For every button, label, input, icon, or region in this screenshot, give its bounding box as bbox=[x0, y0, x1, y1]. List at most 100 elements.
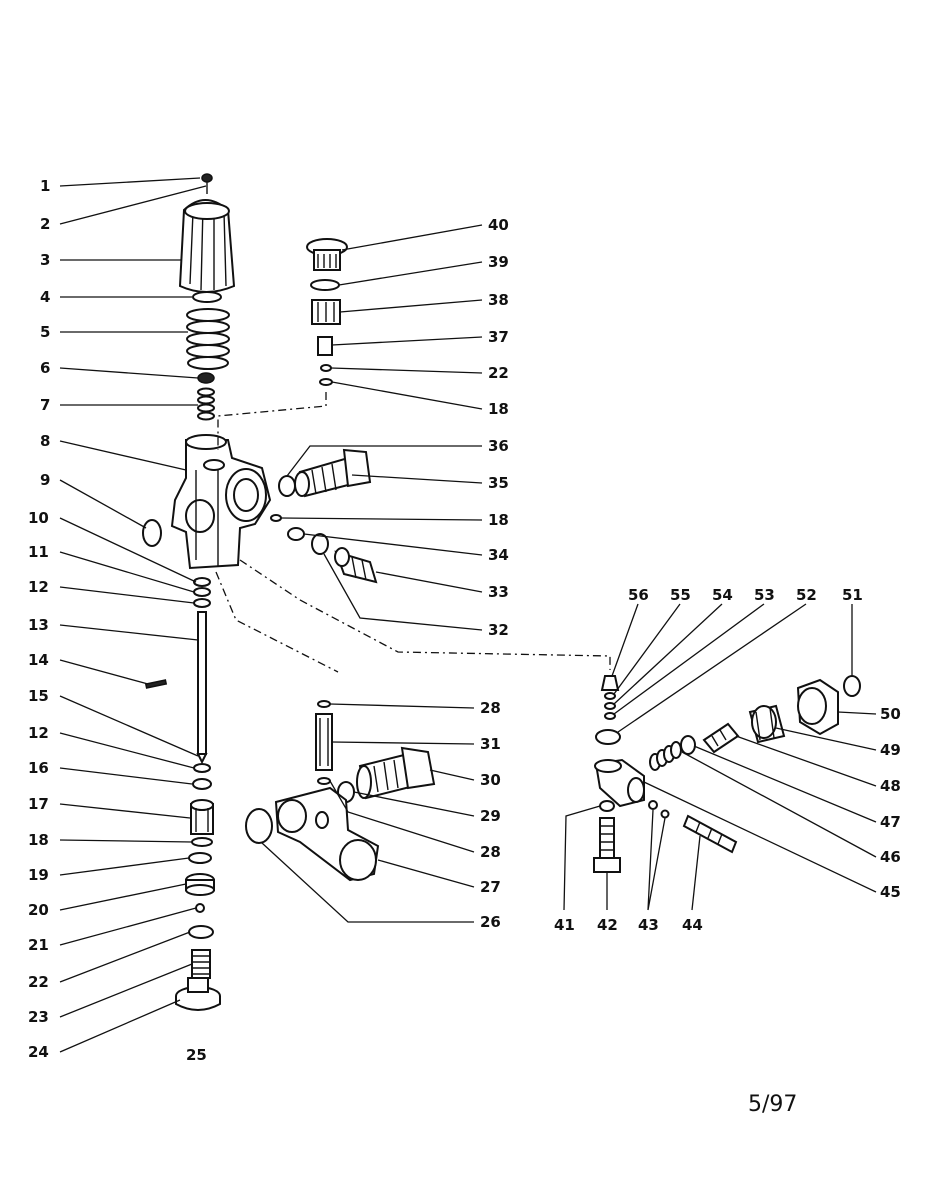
callout-54: 54 bbox=[712, 586, 733, 604]
callout-28b: 28 bbox=[480, 843, 501, 861]
callout-18: 18 bbox=[28, 831, 49, 849]
part-12b-ring bbox=[193, 763, 211, 773]
callout-37: 37 bbox=[488, 328, 509, 346]
callout-15: 15 bbox=[28, 687, 49, 705]
callout-47: 47 bbox=[880, 813, 901, 831]
part-56-cap bbox=[600, 675, 620, 691]
part-36-oring bbox=[278, 475, 296, 497]
callout-43: 43 bbox=[638, 916, 659, 934]
part-25-plug bbox=[175, 977, 221, 1011]
part-27-manifold bbox=[274, 786, 380, 882]
callout-41: 41 bbox=[554, 916, 575, 934]
part-55-ring bbox=[604, 692, 616, 700]
callout-25: 25 bbox=[186, 1046, 207, 1064]
part-9-oring bbox=[142, 519, 162, 547]
part-40-cap bbox=[306, 238, 348, 271]
callout-53: 53 bbox=[754, 586, 775, 604]
part-48-valve bbox=[702, 722, 740, 754]
part-42-bolt bbox=[593, 817, 621, 873]
middle-assembly bbox=[245, 700, 436, 882]
callout-49: 49 bbox=[880, 741, 901, 759]
part-13-rod bbox=[196, 611, 208, 765]
part-33-fitting bbox=[334, 547, 378, 584]
callout-18c: 18 bbox=[488, 511, 509, 529]
callout-29: 29 bbox=[480, 807, 501, 825]
callout-12b: 12 bbox=[28, 724, 49, 742]
callout-35: 35 bbox=[488, 474, 509, 492]
callout-39: 39 bbox=[488, 253, 509, 271]
callout-28: 28 bbox=[480, 699, 501, 717]
callout-22: 22 bbox=[28, 973, 49, 991]
part-26-gasket bbox=[245, 808, 273, 844]
part-47-ring bbox=[680, 735, 696, 755]
callout-19: 19 bbox=[28, 866, 49, 884]
part-30-bolt bbox=[356, 746, 436, 800]
callout-40: 40 bbox=[488, 216, 509, 234]
leader-lines bbox=[59, 177, 877, 1053]
part-43b-ring bbox=[660, 809, 670, 819]
callout-27: 27 bbox=[480, 878, 501, 896]
page-code: 5/97 bbox=[748, 1092, 798, 1117]
callout-23: 23 bbox=[28, 1008, 49, 1026]
part-18-ring bbox=[191, 837, 213, 847]
callout-26: 26 bbox=[480, 913, 501, 931]
part-12-ring bbox=[193, 598, 211, 608]
part-18c-ring bbox=[270, 514, 282, 522]
callout-5: 5 bbox=[40, 323, 50, 341]
part-23-spring bbox=[191, 949, 211, 979]
part-4-washer bbox=[192, 291, 222, 303]
part-19-ring bbox=[188, 852, 212, 864]
part-32-oring bbox=[311, 533, 329, 555]
part-20-seat bbox=[185, 873, 215, 896]
part-28b-ring bbox=[317, 777, 331, 785]
callout-labels: 1 2 3 4 5 6 7 8 9 10 11 12 13 14 15 12 1… bbox=[28, 177, 901, 1064]
part-14-pin bbox=[144, 679, 168, 689]
callout-46: 46 bbox=[880, 848, 901, 866]
callout-9: 9 bbox=[40, 471, 50, 489]
callout-14: 14 bbox=[28, 651, 49, 669]
callout-31: 31 bbox=[480, 735, 501, 753]
callout-52: 52 bbox=[796, 586, 817, 604]
part-46-spring bbox=[649, 741, 682, 771]
part-8-valve-body bbox=[170, 434, 272, 570]
part-17-sleeve bbox=[190, 799, 214, 835]
callout-44: 44 bbox=[682, 916, 703, 934]
part-6-nut bbox=[197, 372, 215, 384]
callout-6: 6 bbox=[40, 359, 50, 377]
part-44-pin bbox=[682, 814, 738, 854]
callout-51: 51 bbox=[842, 586, 863, 604]
part-50-nut bbox=[796, 678, 839, 736]
callout-2: 2 bbox=[40, 215, 50, 233]
callout-8: 8 bbox=[40, 432, 50, 450]
part-35-bolt bbox=[294, 448, 372, 498]
part-18b-ring bbox=[319, 378, 333, 386]
part-11-ring bbox=[193, 587, 211, 597]
part-3-knob bbox=[178, 199, 236, 293]
part-5-spring bbox=[186, 308, 230, 370]
part-1-screw bbox=[201, 173, 213, 194]
callout-12: 12 bbox=[28, 578, 49, 596]
callout-42: 42 bbox=[597, 916, 618, 934]
part-28a-ring bbox=[317, 700, 331, 708]
center-lines bbox=[215, 392, 611, 673]
callout-36: 36 bbox=[488, 437, 509, 455]
part-22b-ring bbox=[320, 364, 332, 372]
part-21-ball bbox=[195, 903, 205, 913]
callout-33: 33 bbox=[488, 583, 509, 601]
part-34-ring bbox=[287, 527, 305, 541]
callout-22b: 22 bbox=[488, 364, 509, 382]
part-39-ring bbox=[310, 279, 340, 291]
callout-7: 7 bbox=[40, 396, 50, 414]
part-38-valve bbox=[311, 299, 341, 325]
part-10-ring bbox=[193, 577, 211, 587]
part-37-spring bbox=[317, 336, 333, 356]
part-45-elbow bbox=[594, 758, 645, 808]
callout-4: 4 bbox=[40, 288, 50, 306]
part-41-ring bbox=[599, 800, 615, 812]
part-7-spring bbox=[197, 387, 215, 421]
part-52-oring bbox=[595, 729, 621, 745]
callout-16: 16 bbox=[28, 759, 49, 777]
part-16-ring bbox=[192, 778, 212, 790]
